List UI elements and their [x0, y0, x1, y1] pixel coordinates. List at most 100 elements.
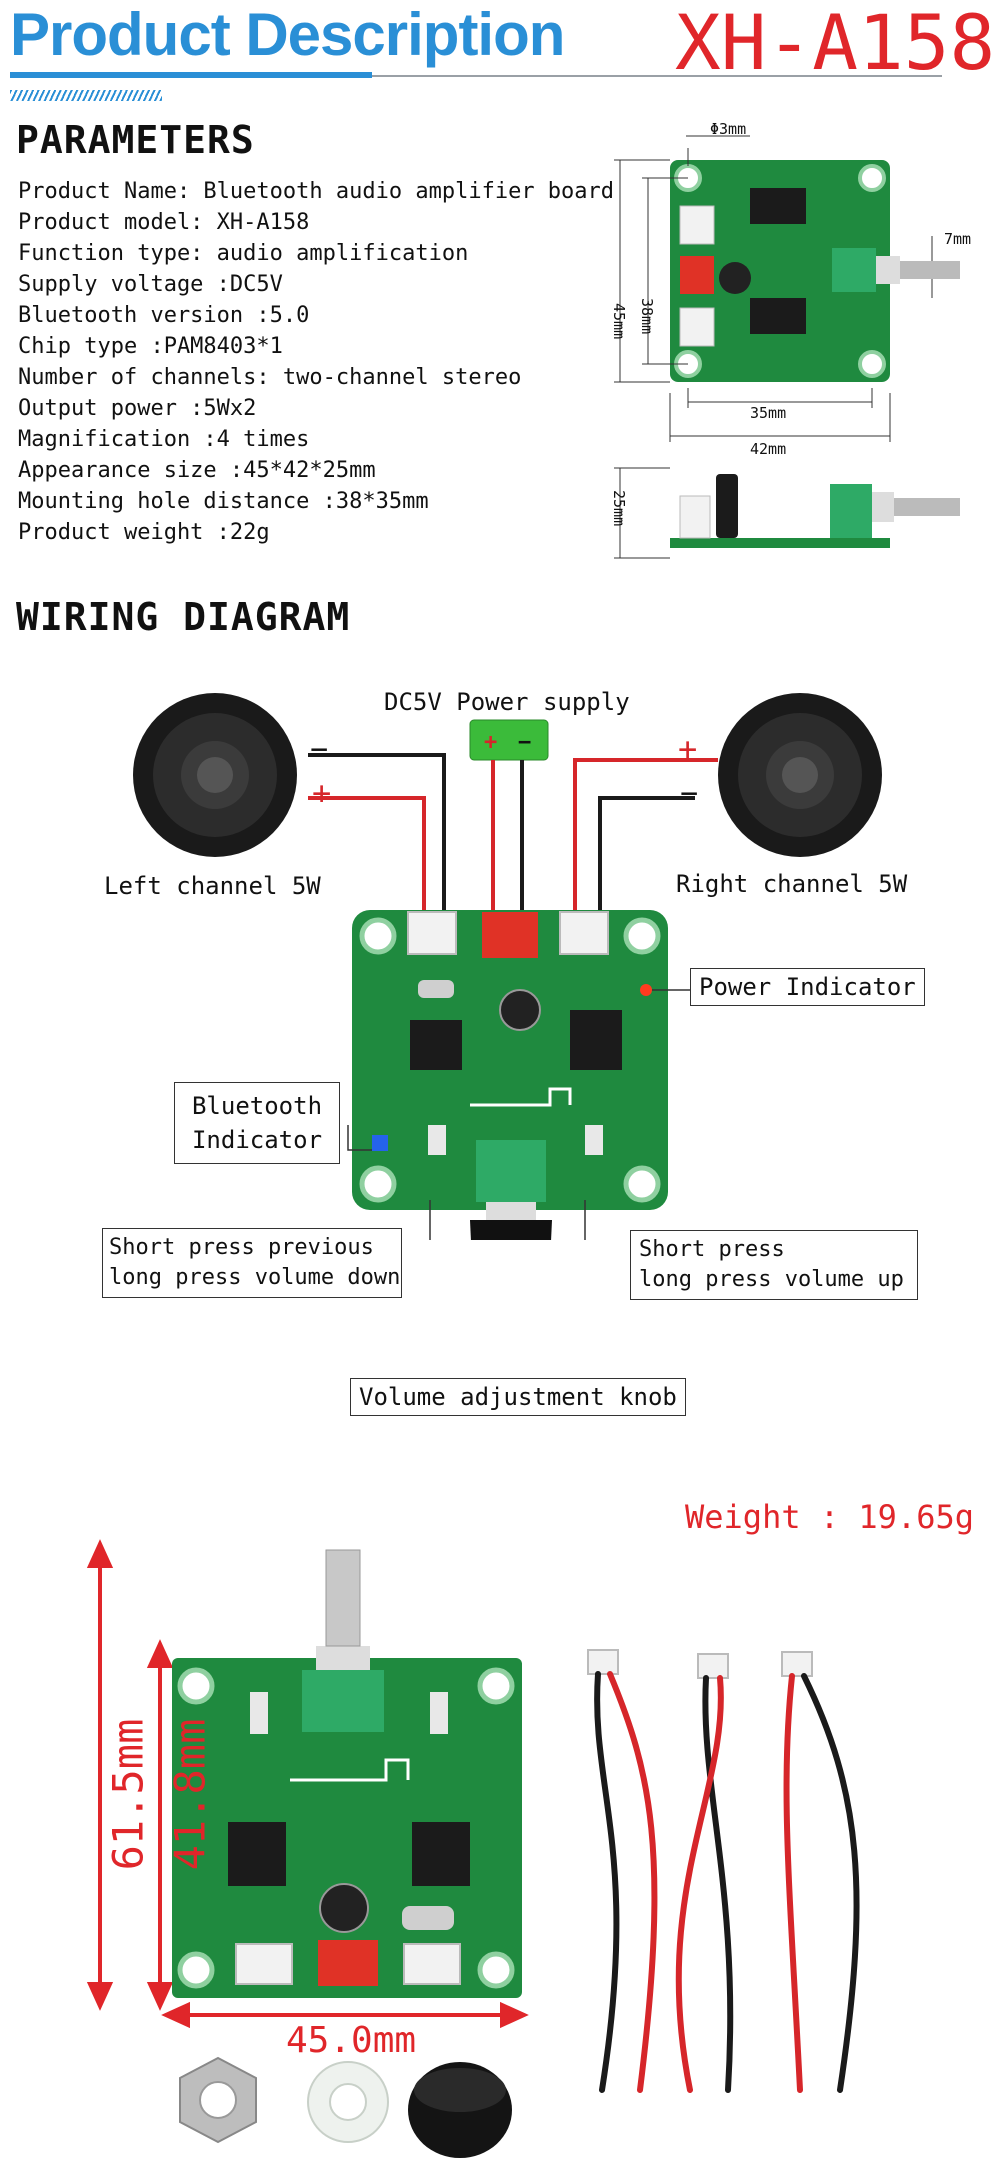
button-next	[585, 1125, 603, 1155]
side-knob-shaft	[894, 498, 960, 516]
param-item: Magnification :4 times	[18, 427, 310, 452]
antenna-trace	[290, 1758, 410, 1782]
height-outer-label: 45mm	[610, 303, 628, 339]
param-item: Chip type :PAM8403*1	[18, 334, 283, 359]
previous-callout-line1: Short press previous	[109, 1235, 374, 1260]
hole-dimension-label: Φ3mm	[710, 120, 746, 138]
total-height-label: 61.5mm	[103, 1718, 153, 1871]
model-title: XH-A158	[675, 0, 996, 87]
top-view-board	[670, 160, 890, 382]
product-photo-illustration	[86, 1539, 860, 2158]
connector	[679, 307, 715, 347]
param-item: Output power :5Wx2	[18, 396, 257, 421]
potentiometer	[832, 248, 876, 292]
connector	[235, 1943, 293, 1985]
side-capacitor	[716, 474, 738, 538]
header-hatch-decoration	[10, 90, 162, 101]
knob-collar	[316, 1646, 370, 1670]
shaft-dimension-label: 7mm	[944, 230, 971, 248]
button-prev	[428, 1125, 446, 1155]
board-width-label: 45.0mm	[286, 2020, 417, 2061]
power-led	[640, 984, 652, 996]
side-potentiometer	[830, 484, 872, 538]
right-output-connector	[559, 911, 609, 955]
mount-hole	[858, 350, 886, 378]
param-item: Appearance size :45*42*25mm	[18, 458, 376, 483]
power-input-connector	[482, 912, 538, 958]
power-supply-block	[469, 719, 549, 761]
dimension-arrows	[86, 1539, 529, 2029]
next-button-callout: Short press long press volume up	[630, 1230, 918, 1300]
button	[430, 1692, 448, 1734]
previous-callout-line2: long press volume down	[109, 1265, 401, 1290]
mount-hole	[623, 917, 661, 955]
page-title: Product Description	[10, 1, 565, 68]
chip	[750, 188, 806, 224]
mount-hole	[623, 1165, 661, 1203]
power-supply-label: DC5V Power supply	[384, 688, 630, 716]
potentiometer	[302, 1670, 384, 1732]
connector	[403, 1943, 461, 1985]
wiring-illustration	[133, 693, 882, 1240]
header-underline-accent	[10, 72, 372, 78]
chip	[228, 1822, 286, 1886]
param-item: Bluetooth version :5.0	[18, 303, 310, 328]
parameter-list: Product Name: Bluetooth audio amplifier …	[18, 176, 614, 548]
mount-hole	[477, 1951, 515, 1989]
right-minus-sign: −	[680, 776, 699, 811]
param-item: Supply voltage :DC5V	[18, 272, 283, 297]
mount-hole	[177, 1667, 215, 1705]
height-inner-label: 38mm	[638, 298, 656, 334]
right-channel-label: Right channel 5W	[676, 870, 908, 898]
left-output-connector	[407, 911, 457, 955]
crystal	[418, 980, 454, 998]
knob-shaft	[900, 261, 960, 279]
param-item: Mounting hole distance :38*35mm	[18, 489, 429, 514]
leader-lines	[347, 989, 690, 1240]
weight-label: Weight : 19.65g	[685, 1498, 974, 1536]
knob-icon	[470, 1220, 552, 1240]
connector	[679, 205, 715, 245]
chip	[750, 298, 806, 334]
bluetooth-indicator-line1: Bluetooth	[191, 1092, 323, 1120]
side-connector	[679, 495, 711, 539]
bluetooth-indicator-line2: Indicator	[191, 1126, 323, 1154]
crystal	[402, 1906, 454, 1930]
width-inner-label: 35mm	[750, 404, 786, 422]
previous-button-callout: Short press previous long press volume d…	[102, 1228, 402, 1298]
bluetooth-led	[372, 1135, 388, 1151]
amplifier-chip	[410, 1020, 462, 1070]
dimension-lines	[614, 135, 933, 559]
side-knob-collar	[872, 492, 894, 522]
left-plus-sign: +	[312, 774, 332, 812]
bluetooth-chip	[570, 1010, 622, 1070]
cables	[587, 1649, 860, 2093]
psu-plus-sign: +	[484, 730, 498, 755]
next-callout-line2: long press volume up	[639, 1267, 904, 1292]
param-item: Product model: XH-A158	[18, 210, 310, 235]
button	[250, 1692, 268, 1734]
depth-label: 25mm	[610, 490, 628, 526]
parameters-heading: PARAMETERS	[16, 118, 255, 162]
left-minus-sign: −	[310, 732, 329, 767]
power-connector	[680, 256, 714, 294]
volume-knob-callout: Volume adjustment knob	[350, 1378, 686, 1416]
knob-shaft	[325, 1549, 361, 1647]
washer-icon	[307, 2061, 389, 2143]
mount-hole	[477, 1667, 515, 1705]
mount-hole	[177, 1951, 215, 1989]
knob-collar	[876, 256, 900, 284]
wires	[308, 753, 718, 910]
next-callout-line1: Short press	[639, 1237, 785, 1262]
header-underline	[372, 75, 942, 77]
knob-collar	[486, 1202, 536, 1220]
potentiometer	[476, 1140, 546, 1202]
side-view-board	[670, 538, 890, 548]
nut-icon	[179, 2056, 257, 2144]
mount-hole	[359, 1165, 397, 1203]
param-item: Number of channels: two-channel stereo	[18, 365, 522, 390]
mount-hole	[359, 917, 397, 955]
width-outer-label: 42mm	[750, 440, 786, 458]
bluetooth-indicator-callout: Bluetooth Indicator	[174, 1082, 340, 1164]
right-speaker-icon	[718, 693, 882, 857]
